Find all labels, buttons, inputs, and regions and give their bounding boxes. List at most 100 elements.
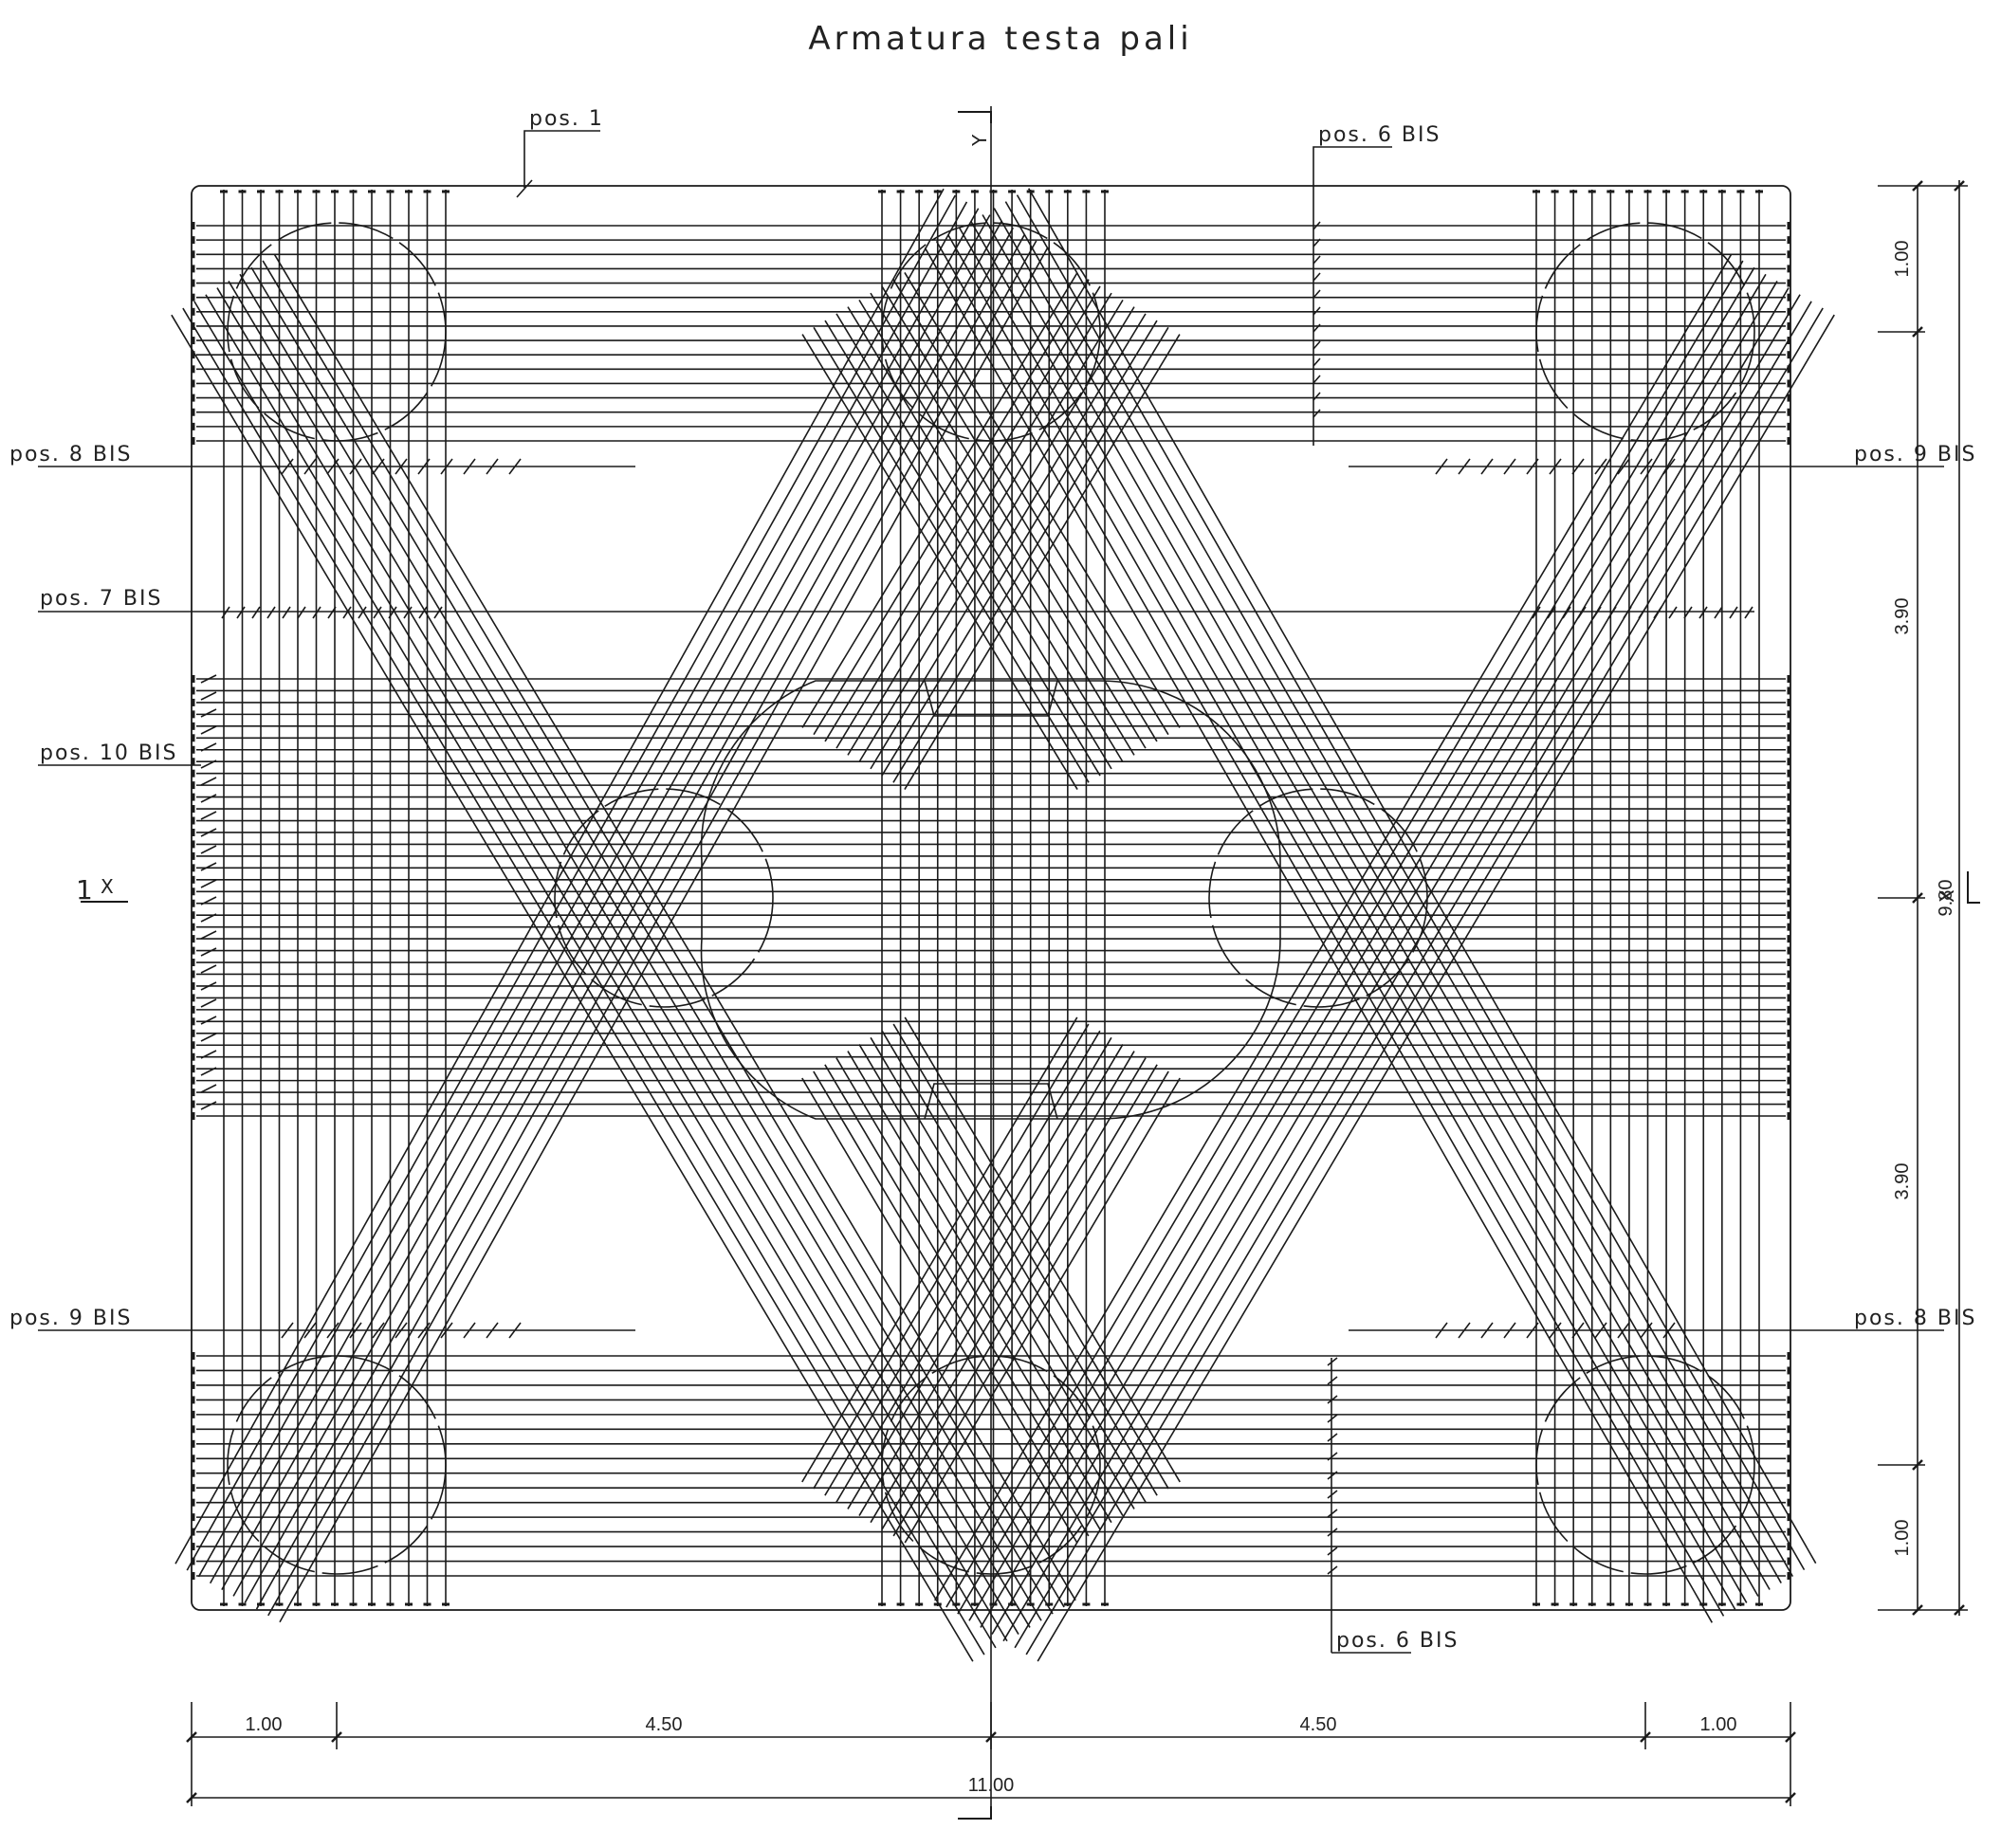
pile-outline xyxy=(227,222,447,442)
diagonal-rebar-center-b xyxy=(892,1023,1169,1490)
diagonal-rebar-center-d xyxy=(858,306,1135,763)
diagonal-rebar-center-d xyxy=(824,285,1101,742)
pos10-tick xyxy=(200,947,217,957)
pos10-tick xyxy=(200,828,217,837)
pos7-tick xyxy=(1653,606,1662,619)
pos7-tick xyxy=(1623,606,1632,619)
pos10-tick xyxy=(200,691,217,701)
diagonal-rebar-center-d xyxy=(870,313,1147,770)
pos6-tick xyxy=(1327,1546,1338,1556)
pos7-tick xyxy=(1577,606,1587,619)
pos6-tick xyxy=(1313,238,1321,247)
pos6-tick xyxy=(1313,357,1321,367)
diagonal-rebar-right-down xyxy=(957,266,1755,1615)
pos10-tick xyxy=(200,1033,217,1042)
diagonal-rebar-center-d xyxy=(813,279,1090,736)
dim-v-3: 3.90 xyxy=(1892,1163,1913,1200)
diagonal-rebar-right-down xyxy=(968,273,1767,1621)
dim-v-2: 3.90 xyxy=(1892,598,1913,635)
diagonal-rebar-center-a xyxy=(858,1051,1135,1516)
diagonal-rebar-center-b xyxy=(858,1044,1135,1510)
pos1-leader xyxy=(523,130,600,188)
pos1-leader-tick xyxy=(516,179,533,198)
diagonal-rebar-left-down xyxy=(228,281,1031,1628)
diagonal-rebar-center-d xyxy=(801,272,1078,728)
pile-outline xyxy=(1535,1355,1755,1575)
diagonal-rebar-center-c xyxy=(824,320,1101,777)
diagonal-rebar-center-c xyxy=(870,292,1147,749)
pos10-tick xyxy=(200,777,217,786)
x-axis-right-label: X xyxy=(1936,889,1958,903)
diagonal-rebar-center-c xyxy=(835,313,1112,770)
diagonal-rebar-right-down xyxy=(991,287,1790,1635)
diagonal-rebar-right-down xyxy=(1025,307,1824,1656)
pos7-tick xyxy=(1607,606,1617,619)
pos10-tick xyxy=(200,759,217,769)
pos7-tick xyxy=(1698,606,1708,619)
diagonal-rebar-left-down xyxy=(182,307,985,1656)
x-section-number: 1 xyxy=(76,874,93,906)
pos7-tick xyxy=(312,606,321,619)
diagonal-rebar-center-a xyxy=(892,1070,1169,1537)
diagonal-rebar-right-up xyxy=(1004,201,1794,1578)
pos7-tick xyxy=(1547,606,1556,619)
pos6-tick xyxy=(1327,1452,1338,1461)
pos10-tick xyxy=(200,998,217,1008)
pos7-tick xyxy=(1744,606,1753,619)
y-axis-bottom-marker xyxy=(958,1806,992,1820)
dim-h-3: 4.50 xyxy=(1300,1714,1337,1735)
pile-outline xyxy=(227,1355,447,1575)
pos10-tick xyxy=(200,1084,217,1093)
label-pos9-right: pos. 9 BIS xyxy=(1854,443,1976,467)
diagonal-rebar-right-down xyxy=(1037,314,1835,1662)
pos10-tick xyxy=(200,913,217,923)
pos10-tick xyxy=(200,964,217,974)
pos6-tick xyxy=(1313,306,1321,316)
horizontal-dimensions xyxy=(191,1702,1791,1806)
pos6-tick xyxy=(1327,1395,1338,1404)
pos7-tick xyxy=(342,606,352,619)
pos10-tick xyxy=(200,794,217,803)
drawing-title: Armatura testa pali xyxy=(808,20,1192,58)
dim-h-4: 1.00 xyxy=(1700,1714,1737,1735)
diagonal-rebar-left-down xyxy=(205,294,1008,1642)
diagonal-rebar-center-a xyxy=(813,1023,1090,1490)
x-axis-right-marker xyxy=(1967,871,1980,904)
pos10-tick xyxy=(200,930,217,940)
diagonal-rebar-right-down xyxy=(934,253,1733,1601)
pos6-tick xyxy=(1327,1376,1338,1385)
pos7-tick xyxy=(1562,606,1571,619)
pos6-tick xyxy=(1313,409,1321,418)
diagonal-rebar-left-down xyxy=(171,314,974,1662)
pos7-tick xyxy=(251,606,261,619)
diagonal-rebar-center-a xyxy=(847,1044,1124,1510)
diagonal-rebar-center-c xyxy=(858,299,1135,756)
diagonal-rebar-right-down xyxy=(1014,301,1812,1649)
diagonal-rebar-right-down xyxy=(980,281,1778,1628)
pos10-tick xyxy=(200,879,217,888)
pos6-tick xyxy=(1327,1509,1338,1518)
y-axis-top-marker xyxy=(958,111,992,123)
diagonal-rebar-left-up xyxy=(186,194,956,1571)
pos7-tick xyxy=(297,606,306,619)
pos7-tick xyxy=(373,606,382,619)
pile-outline xyxy=(554,788,774,1008)
label-pos8-left: pos. 8 BIS xyxy=(9,443,132,467)
diagonal-rebar-left-up xyxy=(244,227,1015,1603)
pos7-tick xyxy=(1638,606,1647,619)
diagonal-rebar-left-up xyxy=(267,240,1037,1617)
pos7-tick xyxy=(358,606,367,619)
label-pos9-left: pos. 9 BIS xyxy=(9,1307,132,1330)
diagonal-rebar-left-up xyxy=(221,214,991,1590)
label-leaders xyxy=(38,130,1944,1654)
diagonal-rebar-center-b xyxy=(824,1064,1101,1530)
section-markers xyxy=(81,106,1980,1820)
pos10-tick xyxy=(200,1015,217,1025)
pos7-tick xyxy=(1668,606,1678,619)
diagonal-rebar-right-up xyxy=(946,233,1736,1610)
pos7-tick xyxy=(236,606,246,619)
diagonal-rebar-center-d xyxy=(835,292,1112,749)
diagonal-rebar-right-up xyxy=(970,221,1759,1597)
